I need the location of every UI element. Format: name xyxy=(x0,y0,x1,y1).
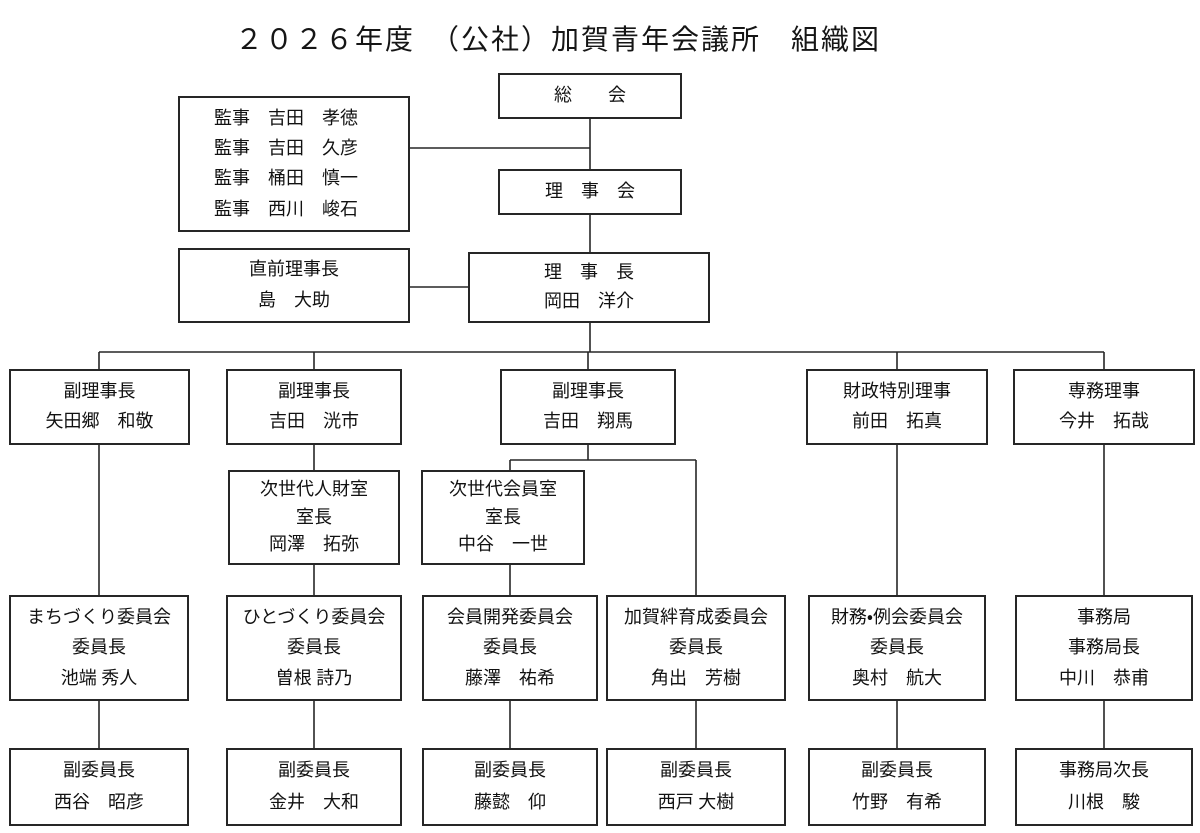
node-person-name: 島 大助 xyxy=(258,289,330,310)
node-secretariat-deputy: 事務局次長 川根 駿 xyxy=(1015,748,1193,826)
node-title: 副委員長 xyxy=(474,760,546,781)
node-vice-chair-1: 副委員長 西谷 昭彦 xyxy=(9,748,189,826)
node-person-name: 藤澤 祐希 xyxy=(465,667,555,688)
node-title: 副理事長 xyxy=(278,380,350,401)
node-board-of-directors: 理 事 会 xyxy=(498,169,682,215)
node-vice-chair-2: 副委員長 金井 大和 xyxy=(226,748,402,826)
node-person-name: 西谷 昭彦 xyxy=(54,791,144,812)
node-person-name: 中谷 一世 xyxy=(458,534,548,555)
node-label: 理 事 会 xyxy=(545,181,635,202)
node-vice-chair-3: 副委員長 藤懿 仰 xyxy=(422,748,598,826)
auditor-line: 監事 西川 峻石 xyxy=(214,198,358,219)
node-executive-director: 専務理事 今井 拓哉 xyxy=(1013,369,1195,445)
node-title: 専務理事 xyxy=(1068,380,1140,401)
node-title: 加賀絆育成委員会 xyxy=(624,606,768,627)
node-person-name: 岡澤 拓弥 xyxy=(269,534,359,555)
node-person-name: 曽根 詩乃 xyxy=(275,667,353,688)
node-title: 直前理事長 xyxy=(249,259,339,280)
node-vice-president-3: 副理事長 吉田 翔馬 xyxy=(500,369,676,445)
node-finance-special-director: 財政特別理事 前田 拓真 xyxy=(806,369,988,445)
node-person-name: 川根 駿 xyxy=(1068,791,1140,812)
node-title: 会員開発委員会 xyxy=(447,606,573,627)
node-title: 事務局 xyxy=(1077,606,1131,627)
node-role: 委員長 xyxy=(287,637,341,658)
node-committee-kaga-kizuna: 加賀絆育成委員会 委員長 角出 芳樹 xyxy=(606,595,786,701)
node-role: 委員長 xyxy=(483,637,537,658)
node-role: 室長 xyxy=(485,506,521,527)
node-room-jisedai-jinzai: 次世代人財室 室長 岡澤 拓弥 xyxy=(228,470,400,565)
node-person-name: 岡田 洋介 xyxy=(544,291,634,312)
node-committee-zaimu-reikai: 財務・例会委員会 委員長 奥村 航大 xyxy=(808,595,986,701)
node-committee-machizukuri: まちづくり委員会 委員長 池端 秀人 xyxy=(9,595,189,701)
node-person-name: 金井 大和 xyxy=(269,791,359,812)
node-title: 財務・例会委員会 xyxy=(830,606,964,627)
node-title: 財政特別理事 xyxy=(843,380,951,401)
node-vice-chair-4: 副委員長 西戸 大樹 xyxy=(606,748,786,826)
node-title: 副理事長 xyxy=(63,380,136,401)
node-title: 副委員長 xyxy=(660,760,732,781)
auditor-line: 監事 吉田 久彦 xyxy=(214,137,358,158)
node-vice-chair-5: 副委員長 竹野 有希 xyxy=(808,748,986,826)
node-title: 副委員長 xyxy=(278,760,350,781)
node-secretariat: 事務局 事務局長 中川 恭甫 xyxy=(1015,595,1193,701)
node-person-name: 吉田 洸市 xyxy=(269,411,359,432)
node-person-name: 吉田 翔馬 xyxy=(543,411,633,432)
node-vice-president-2: 副理事長 吉田 洸市 xyxy=(226,369,402,445)
page-title: ２０２６年度 （公社）加賀青年会議所 組織図 xyxy=(234,25,881,56)
node-role: 委員長 xyxy=(870,637,924,658)
node-committee-hitozukuri: ひとづくり委員会 委員長 曽根 詩乃 xyxy=(226,595,402,701)
node-title: 副理事長 xyxy=(552,380,624,401)
node-title: 理 事 長 xyxy=(544,262,634,283)
node-auditors: 監事 吉田 孝徳 監事 吉田 久彦 監事 桶田 慎一 監事 西川 峻石 xyxy=(178,96,410,232)
node-person-name: 前田 拓真 xyxy=(852,411,942,432)
node-general-assembly: 総 会 xyxy=(498,73,682,119)
node-role: 室長 xyxy=(296,506,332,527)
node-person-name: 今井 拓哉 xyxy=(1059,411,1149,432)
node-title: 副委員長 xyxy=(861,760,933,781)
node-person-name: 中川 恭甫 xyxy=(1059,667,1149,688)
node-title: 事務局次長 xyxy=(1059,760,1149,781)
node-immediate-past-president: 直前理事長 島 大助 xyxy=(178,248,410,323)
node-title: 次世代会員室 xyxy=(449,478,557,499)
node-title: まちづくり委員会 xyxy=(27,606,171,627)
node-title: 副委員長 xyxy=(63,760,135,781)
node-person-name: 矢田郷 和敬 xyxy=(45,411,154,432)
node-person-name: 角出 芳樹 xyxy=(651,667,741,688)
node-role: 委員長 xyxy=(669,637,723,658)
node-committee-kaiin-kaihatsu: 会員開発委員会 委員長 藤澤 祐希 xyxy=(422,595,598,701)
node-room-jisedai-kaiin: 次世代会員室 室長 中谷 一世 xyxy=(421,470,585,565)
auditor-line: 監事 桶田 慎一 xyxy=(214,168,358,189)
node-person-name: 奥村 航大 xyxy=(852,667,942,688)
node-title: ひとづくり委員会 xyxy=(242,606,386,627)
node-role: 委員長 xyxy=(72,637,126,658)
node-president: 理 事 長 岡田 洋介 xyxy=(468,252,710,323)
node-role: 事務局長 xyxy=(1068,637,1140,658)
node-person-name: 池端 秀人 xyxy=(60,667,138,688)
node-title: 次世代人財室 xyxy=(260,478,368,499)
node-vice-president-1: 副理事長 矢田郷 和敬 xyxy=(9,369,190,445)
node-person-name: 西戸 大樹 xyxy=(657,791,735,812)
node-person-name: 竹野 有希 xyxy=(852,791,942,812)
node-person-name: 藤懿 仰 xyxy=(474,791,546,812)
node-label: 総 会 xyxy=(554,85,626,106)
auditor-line: 監事 吉田 孝徳 xyxy=(214,107,358,128)
